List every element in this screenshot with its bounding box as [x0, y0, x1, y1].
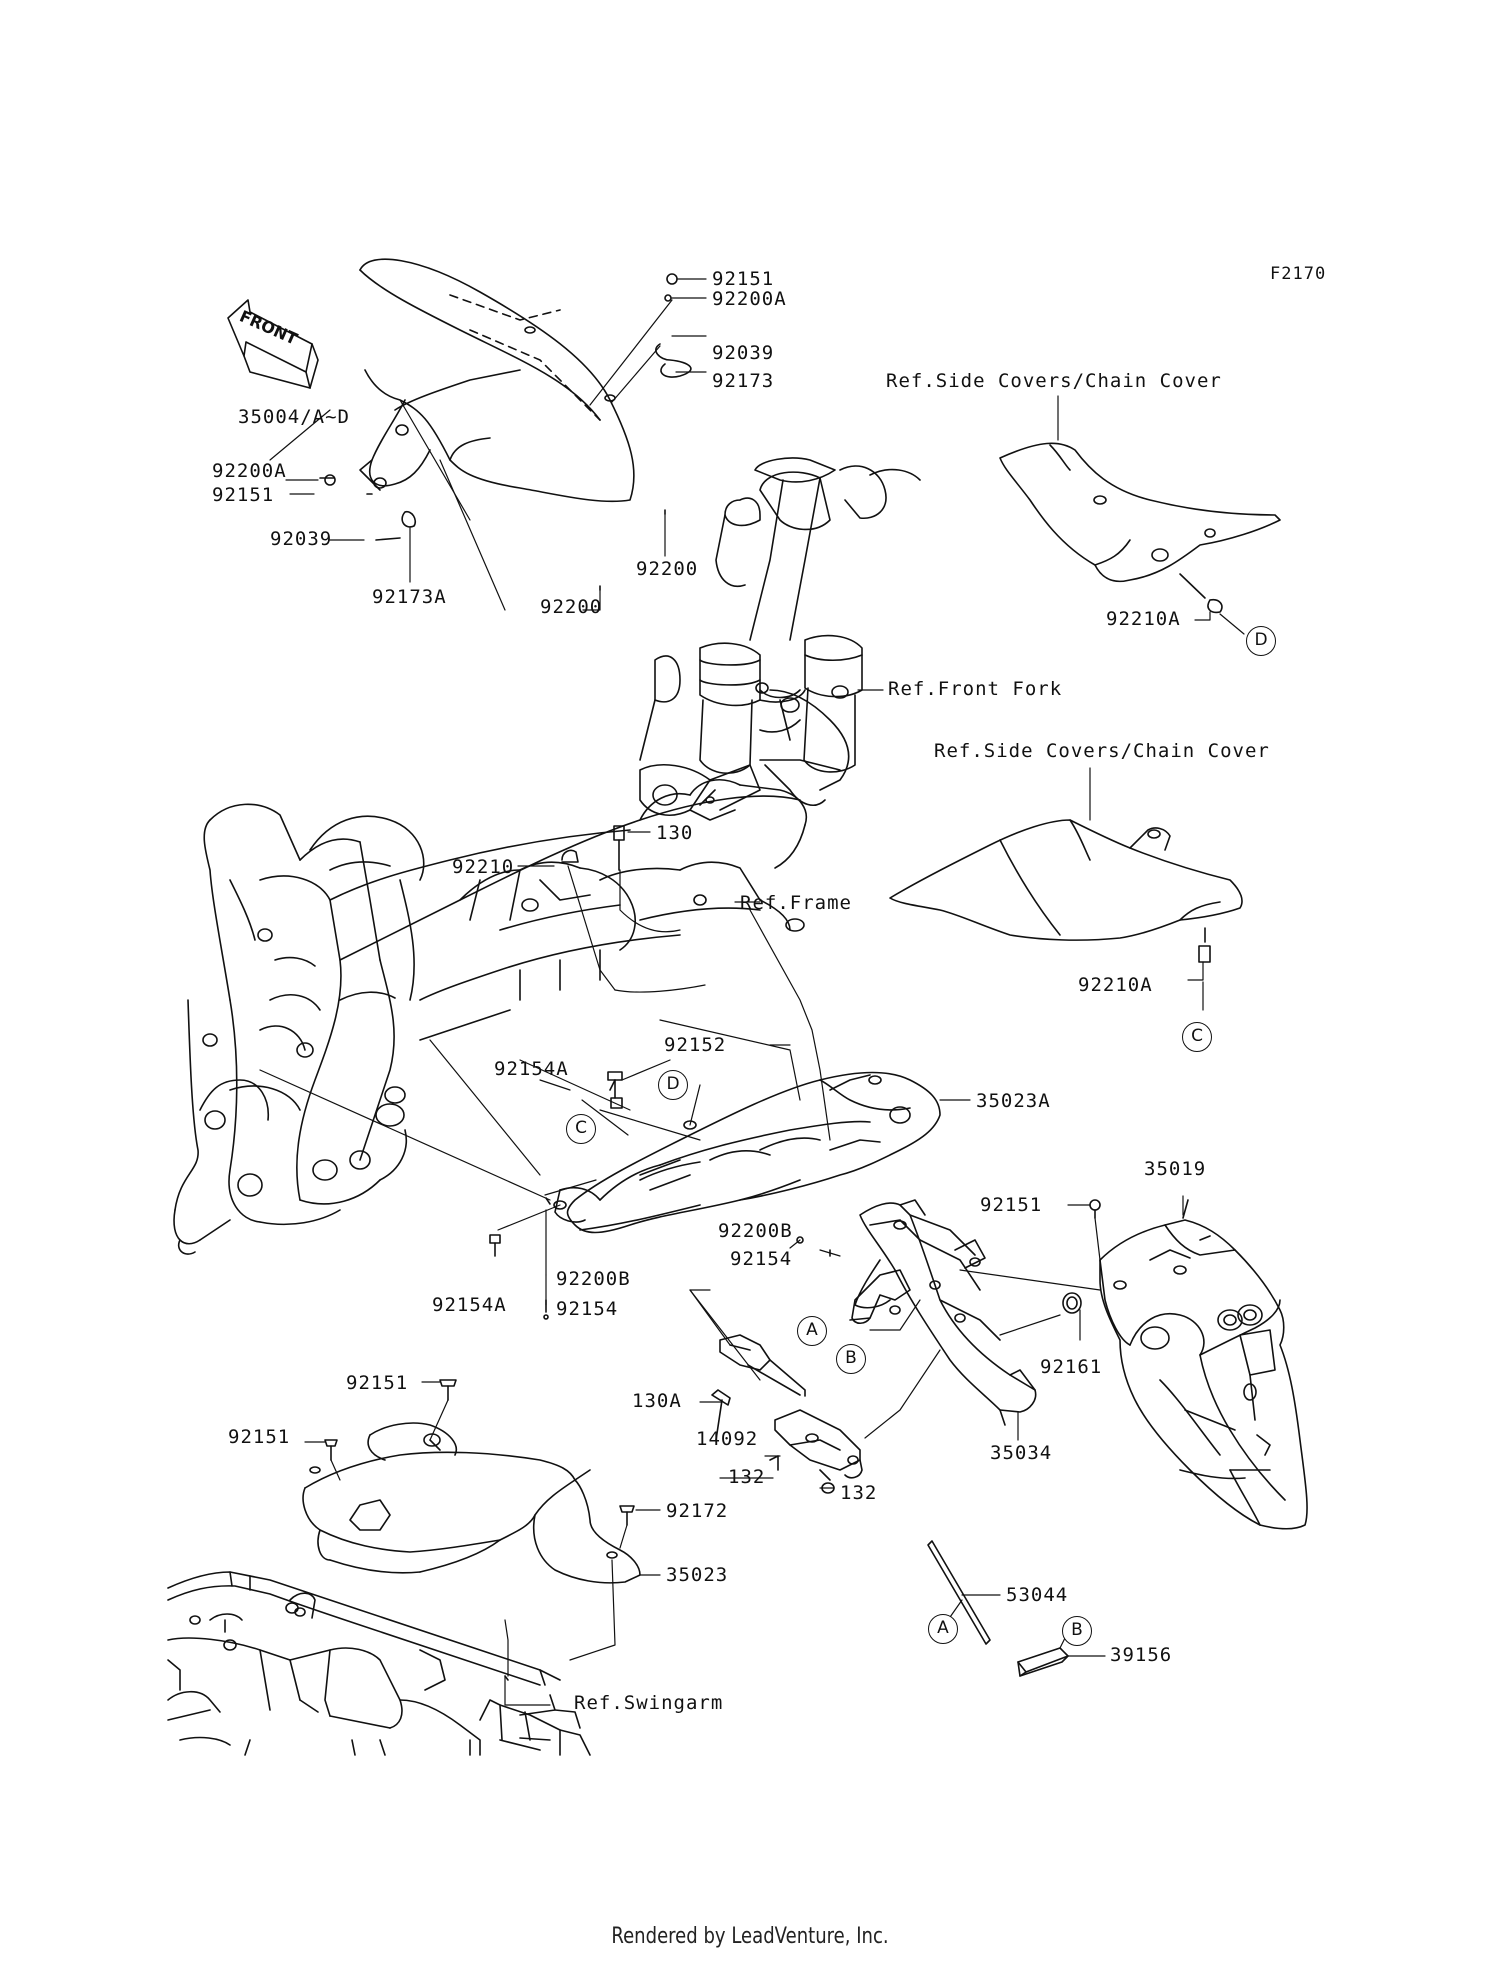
part-label-92161: 92161	[1040, 1356, 1103, 1378]
part-label-92151: 92151	[346, 1372, 409, 1394]
part-label-92173a: 92173A	[372, 586, 447, 608]
ref-label-side-covers-chain-cover: Ref.Side Covers/Chain Cover	[934, 740, 1270, 762]
callout-b: B	[836, 1344, 866, 1374]
lower-cover-bolts	[325, 1380, 634, 1525]
bracket-b	[850, 1270, 910, 1323]
part-label-92200b: 92200B	[718, 1220, 793, 1242]
side-cover-1-leaders	[1058, 396, 1244, 634]
part-label-92172: 92172	[666, 1500, 729, 1522]
part-label-92152: 92152	[664, 1034, 727, 1056]
tail-bolt	[1090, 1200, 1100, 1218]
bolts-mid	[490, 1072, 830, 1319]
part-label-92039: 92039	[270, 528, 333, 550]
rear-fender-leaders	[960, 1270, 1100, 1440]
part-label-92154a: 92154A	[494, 1058, 569, 1080]
rear-fender-35034	[855, 1200, 1036, 1425]
front-fork	[640, 458, 920, 820]
frame	[174, 780, 806, 1254]
license-bracket-leaders	[690, 1290, 1080, 1488]
swingarm-leaders	[505, 1620, 550, 1705]
lower-cover-leaders	[305, 1382, 660, 1660]
callout-b: B	[1062, 1616, 1092, 1646]
part-label-35034: 35034	[990, 1442, 1053, 1464]
part-label-92173: 92173	[712, 370, 775, 392]
part-label-53044: 53044	[1006, 1584, 1069, 1606]
callout-c: C	[566, 1114, 596, 1144]
part-label-14092: 14092	[696, 1428, 759, 1450]
callout-a: A	[928, 1614, 958, 1644]
part-label-35023a: 35023A	[976, 1090, 1051, 1112]
tail-leaders	[1068, 1196, 1183, 1260]
seat-cover-leaders	[498, 1045, 970, 1305]
part-label-92151: 92151	[712, 268, 775, 290]
fender-leaders	[270, 279, 706, 610]
side-cover-2-leaders	[1090, 768, 1203, 1010]
part-label-92200b: 92200B	[556, 1268, 631, 1290]
footer-credit: Rendered by LeadVenture, Inc.	[611, 1924, 889, 1949]
side-cover-1	[1000, 443, 1280, 612]
part-label-92200: 92200	[636, 558, 699, 580]
callout-d: D	[1246, 626, 1276, 656]
part-label-92210a: 92210A	[1078, 974, 1153, 996]
part-label-35023: 35023	[666, 1564, 729, 1586]
part-label-92039: 92039	[712, 342, 775, 364]
part-label-132: 132	[840, 1482, 878, 1504]
part-label-92200a: 92200A	[712, 288, 787, 310]
part-label-92154: 92154	[556, 1298, 619, 1320]
fender-hardware	[320, 274, 691, 590]
frame-hardware	[562, 826, 624, 870]
part-label-130: 130	[656, 822, 694, 844]
callout-a: A	[797, 1316, 827, 1346]
part-label-92200: 92200	[540, 596, 603, 618]
frame-leaders	[518, 832, 830, 1140]
part-label-132: 132	[728, 1466, 766, 1488]
part-label-92154a: 92154A	[432, 1294, 507, 1316]
tail-cowl-35019	[1100, 1200, 1307, 1529]
part-label-130a: 130A	[632, 1390, 682, 1412]
ref-label-frame: Ref.Frame	[740, 892, 852, 914]
part-label-39156: 39156	[1110, 1644, 1173, 1666]
part-label-35019: 35019	[1144, 1158, 1207, 1180]
part-label-35004: 35004/A~D	[238, 406, 350, 428]
pad-39156	[1018, 1648, 1068, 1676]
side-cover-2	[890, 820, 1242, 962]
part-label-92151: 92151	[212, 484, 275, 506]
seat-cover-35023a	[546, 1073, 940, 1233]
callout-d: D	[658, 1070, 688, 1100]
front-arrow-icon	[228, 300, 318, 388]
ref-label-swingarm: Ref.Swingarm	[574, 1692, 724, 1714]
part-label-92151: 92151	[228, 1426, 291, 1448]
ref-label-side-covers-chain-cover: Ref.Side Covers/Chain Cover	[886, 370, 1222, 392]
part-label-92154: 92154	[730, 1248, 793, 1270]
callout-c: C	[1182, 1022, 1212, 1052]
diagram-code: F2170	[1270, 264, 1327, 284]
front-fender	[360, 259, 634, 501]
part-label-92210: 92210	[452, 856, 515, 878]
assembly-lines	[260, 1020, 800, 1290]
part-label-92151: 92151	[980, 1194, 1043, 1216]
swingarm	[168, 1572, 590, 1755]
part-label-92200a: 92200A	[212, 460, 287, 482]
lower-cover-35023	[303, 1423, 640, 1583]
part-label-92210a: 92210A	[1106, 608, 1181, 630]
ref-label-front-fork: Ref.Front Fork	[888, 678, 1063, 700]
rod-53044	[928, 1541, 990, 1644]
